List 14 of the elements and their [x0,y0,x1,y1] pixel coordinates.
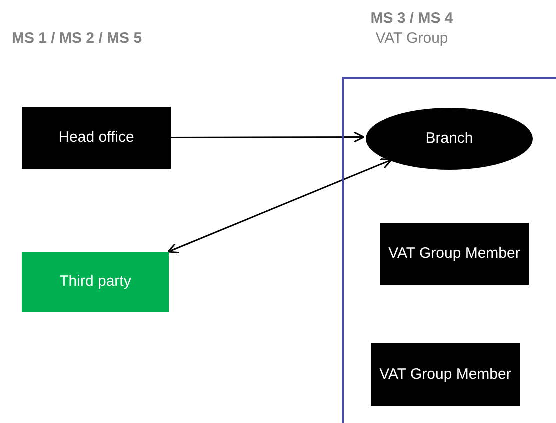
group-heading: VAT Group [376,29,448,49]
node-label: Head office [58,128,134,148]
group-heading: MS 3 / MS 4 [370,9,454,29]
process-box [371,343,520,406]
node-label: Branch [426,129,474,149]
process-box [380,223,529,285]
process-box [22,252,169,312]
node-label: VAT Group Member [388,244,520,264]
node-label: Third party [60,272,132,292]
arrow [171,132,365,144]
arrow [168,158,392,254]
region-label: MS 1 / MS 2 / MS 5 [12,29,142,49]
process-box [22,107,171,169]
node-label: VAT Group Member [380,364,512,384]
